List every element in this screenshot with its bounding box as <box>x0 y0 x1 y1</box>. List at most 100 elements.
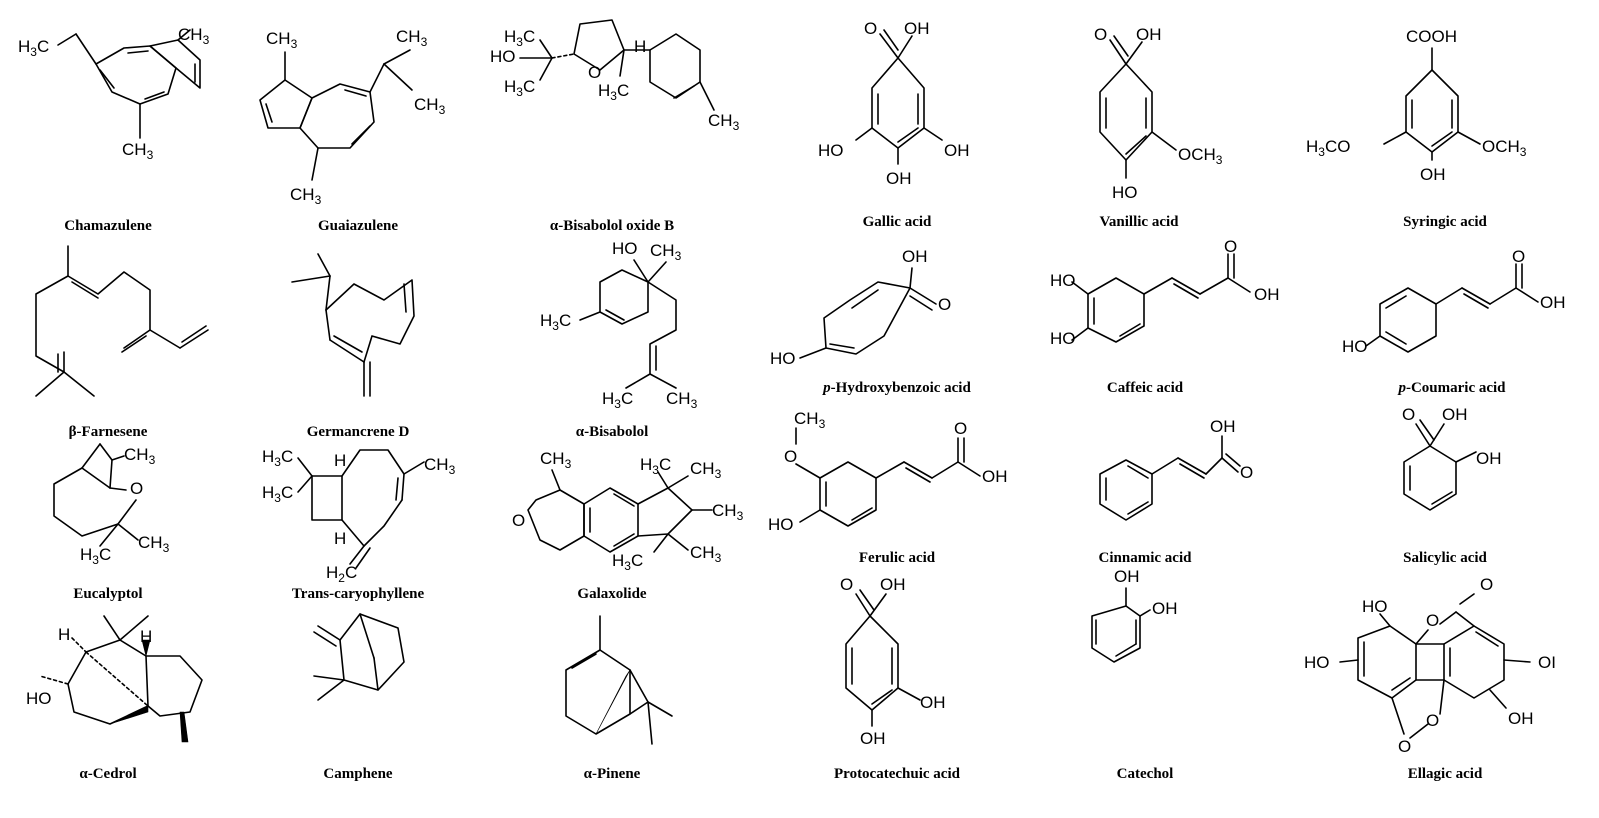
atom-label: CH3 <box>650 241 682 263</box>
atom-label: OH <box>1476 449 1502 468</box>
structure-protocatechuic-acid: O OH OH OH <box>840 575 946 748</box>
structure-guaiazulene: CH3 CH3 CH3 CH3 <box>259 27 446 207</box>
atom-label: OH <box>1540 293 1566 312</box>
atom-label: CH3 <box>290 185 322 207</box>
atom-label: H3C <box>598 81 629 103</box>
atom-label: CH3 <box>414 95 446 117</box>
atom-label: HO <box>1342 337 1368 356</box>
label-eucalyptol: Eucalyptol <box>73 586 142 602</box>
atom-label: O <box>938 295 951 314</box>
atom-label: H <box>140 627 152 646</box>
atom-label: O <box>1426 611 1439 630</box>
structure-eucalyptol: CH3 O H3C CH3 <box>53 443 170 567</box>
label-p-coumaric-acid: p-Coumaric acid <box>1396 380 1506 396</box>
atom-label: HO <box>26 689 52 708</box>
atom-label: H3C <box>504 27 535 49</box>
atom-label: O <box>1480 575 1493 594</box>
structure-chamazulene: H3C CH3 CH3 <box>18 25 210 162</box>
label-galaxolide: Galaxolide <box>577 586 647 602</box>
atom-label: OH <box>904 19 930 38</box>
atom-label: O <box>1402 405 1415 424</box>
atom-label: HO <box>612 239 638 258</box>
label-p-hydroxybenzoic-acid: p-Hydroxybenzoic acid <box>821 380 971 396</box>
atom-label: O <box>784 447 797 466</box>
atom-label: OCH3 <box>1482 137 1527 159</box>
atom-label: OH <box>1420 165 1446 184</box>
atom-label: OH <box>1136 25 1162 44</box>
atom-label: CH3 <box>708 111 740 133</box>
structure-vanillic-acid: O OH OCH3 HO <box>1094 25 1223 202</box>
structure-syringic-acid: COOH H3CO OCH3 OH <box>1306 27 1527 184</box>
atom-label: CH3 <box>124 445 156 467</box>
atom-label: OH <box>1508 709 1534 728</box>
atom-label: H3C <box>262 447 293 469</box>
atom-label: H3C <box>540 311 571 333</box>
atom-label: H3C <box>18 37 49 59</box>
atom-label: HO <box>768 515 794 534</box>
atom-label: CH3 <box>794 409 826 431</box>
structure-cedrol: H H HO <box>26 615 203 743</box>
structure-pinene <box>565 615 673 745</box>
atom-label: CH3 <box>178 25 210 47</box>
atom-label: OCH3 <box>1178 145 1223 167</box>
atom-label: OH <box>886 169 912 188</box>
structure-bisabolol-oxide-b: H3C HO H3C O H3C H CH3 <box>490 19 740 133</box>
label-pinene: α-Pinene <box>584 766 641 782</box>
atom-label: H3C <box>640 455 671 477</box>
atom-label: O <box>1240 463 1253 482</box>
atom-label: O <box>1426 711 1439 730</box>
label-ferulic-acid: Ferulic acid <box>859 550 936 566</box>
atom-label: O <box>1094 25 1107 44</box>
structure-ferulic-acid: CH3 O HO O OH <box>768 409 1008 534</box>
label-cinnamic-acid: Cinnamic acid <box>1099 550 1193 566</box>
structure-salicylic-acid: O OH OH <box>1402 405 1502 511</box>
structure-bisabolol: HO CH3 H3C H3C CH3 <box>540 239 698 411</box>
atom-label: COOH <box>1406 27 1457 46</box>
atom-label: H3CO <box>1306 137 1350 159</box>
atom-label: OH <box>1442 405 1468 424</box>
structure-galaxolide: CH3 O H3C CH3 CH3 H3C CH3 <box>512 449 744 573</box>
atom-label: O <box>512 511 525 530</box>
label-farnesene: β-Farnesene <box>69 424 148 440</box>
structure-trans-caryophyllene: H3C H3C H H CH3 H2C <box>262 447 456 585</box>
atom-label: HO <box>1050 329 1076 348</box>
atom-label: CH3 <box>266 29 298 51</box>
atom-label: HO <box>1112 183 1138 202</box>
structure-ellagic-acid: O HO HO OI OH O O O <box>1304 575 1556 756</box>
label-cedrol: α-Cedrol <box>79 766 136 782</box>
atom-label: OH <box>860 729 886 748</box>
atom-label: HO <box>1362 597 1388 616</box>
atom-label: O <box>588 63 601 82</box>
structure-catechol: OH OH <box>1091 567 1178 663</box>
atom-label: CH3 <box>666 389 698 411</box>
atom-label: HO <box>770 349 796 368</box>
label-caffeic-acid: Caffeic acid <box>1107 380 1184 396</box>
atom-label: CH3 <box>690 459 722 481</box>
label-germacrene-d: Germancrene D <box>307 424 410 440</box>
label-guaiazulene: Guaiazulene <box>318 218 398 234</box>
atom-label: OH <box>1152 599 1178 618</box>
atom-label: HO <box>1050 271 1076 290</box>
atom-label: H3C <box>504 77 535 99</box>
atom-label: HO <box>818 141 844 160</box>
atom-label: H <box>334 529 346 548</box>
atom-label: H3C <box>80 545 111 567</box>
atom-label: O <box>864 19 877 38</box>
atom-label: O <box>954 419 967 438</box>
structure-cinnamic-acid: OH O <box>1099 417 1253 521</box>
label-camphene: Camphene <box>323 766 393 782</box>
structure-p-hydroxybenzoic-acid: OH O HO <box>770 247 951 368</box>
atom-label: OH <box>1210 417 1236 436</box>
label-catechol: Catechol <box>1117 766 1174 782</box>
atom-label: OH <box>1114 567 1140 586</box>
atom-label: OH <box>902 247 928 266</box>
atom-label: O <box>1224 237 1237 256</box>
atom-label: OI <box>1538 653 1556 672</box>
atom-label: H3C <box>262 483 293 505</box>
atom-label: CH3 <box>690 543 722 565</box>
structure-camphene <box>313 613 405 701</box>
atom-label: CH3 <box>396 27 428 49</box>
label-bisabolol: α-Bisabolol <box>576 424 649 440</box>
label-ellagic-acid: Ellagic acid <box>1408 766 1483 782</box>
